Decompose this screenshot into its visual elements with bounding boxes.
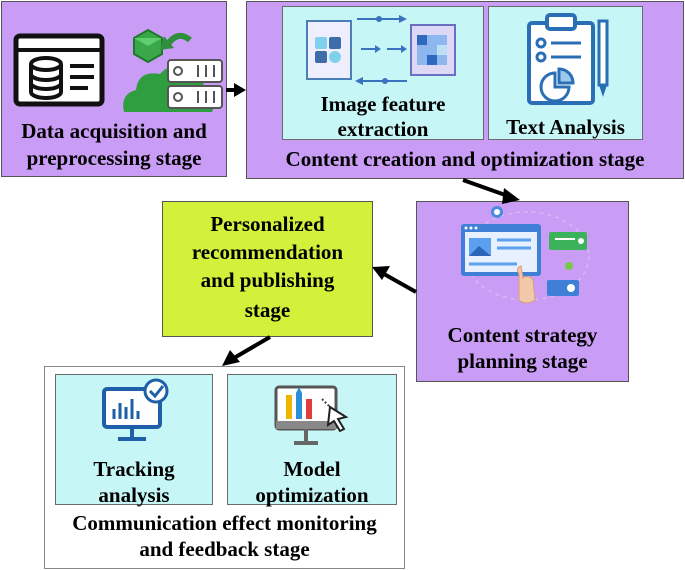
arrow-creation-to-strategy [462,178,520,204]
data-acquisition-stage: Data acquisition and preprocessing stage [1,1,227,177]
tracking-analysis-box: Tracking analysis [55,374,213,507]
personalized-recommendation-stage: Personalized recommendation and publishi… [162,201,373,337]
text-analysis-label: Text Analysis [506,115,625,139]
model-optimization-label-line2: optimization [255,483,369,507]
personalized-label-line3: and publishing [200,268,335,292]
communication-monitoring-stage: Tracking analysis Model optimization Com… [44,366,405,569]
content-creation-label: Content creation and optimization stage [285,147,645,171]
tracking-analysis-label-line2: analysis [98,483,170,507]
monitor-chart-icon [102,378,169,441]
image-feature-label-line2: extraction [337,117,429,141]
data-acquisition-label-line2: preprocessing stage [26,146,202,170]
communication-label-line1: Communication effect monitoring [72,511,377,535]
database-folder-icon [13,33,105,107]
monitor-design-icon [274,385,349,445]
text-analysis-box: Text Analysis [488,6,643,140]
content-strategy-label-line1: Content strategy [447,323,598,347]
personalized-label-line4: stage [244,298,291,322]
communication-label-line2: and feedback stage [139,537,310,561]
arrow-personalized-to-communication [222,335,272,366]
image-feature-icon [306,15,456,85]
image-feature-label-line1: Image feature [320,92,446,116]
arrow-acquisition-to-creation [226,83,246,97]
content-creation-stage: Image feature extraction Text Analysis C… [246,1,684,179]
cloud-server-icon [123,28,223,112]
clipboard-chart-icon [527,13,609,105]
web-content-icon [461,206,590,304]
content-strategy-stage: Content strategy planning stage [416,201,629,382]
personalized-label-line2: recommendation [191,240,344,264]
arrow-strategy-to-personalized [372,266,417,294]
model-optimization-label-line1: Model [283,457,341,481]
content-strategy-label-line2: planning stage [457,349,588,373]
image-feature-box: Image feature extraction [282,6,484,141]
model-optimization-box: Model optimization [227,374,397,507]
data-acquisition-label-line1: Data acquisition and [21,119,207,143]
tracking-analysis-label-line1: Tracking [93,457,175,481]
personalized-label-line1: Personalized [210,212,325,236]
